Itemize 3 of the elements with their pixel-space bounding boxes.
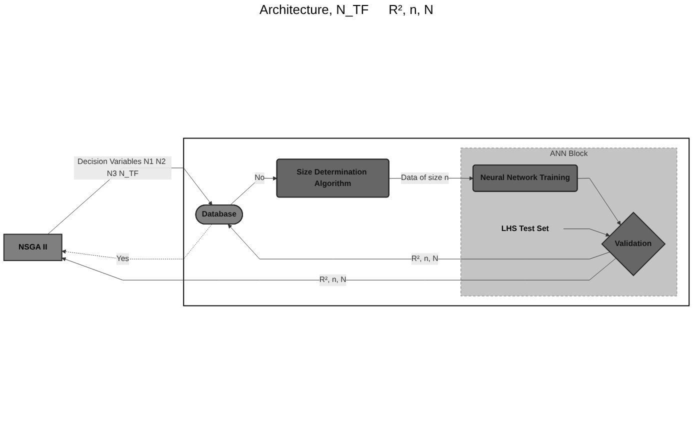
- note-text: Architecture, N_TF: [260, 2, 369, 17]
- cluster: [183, 138, 690, 306]
- note-text: R², n, N: [388, 2, 434, 17]
